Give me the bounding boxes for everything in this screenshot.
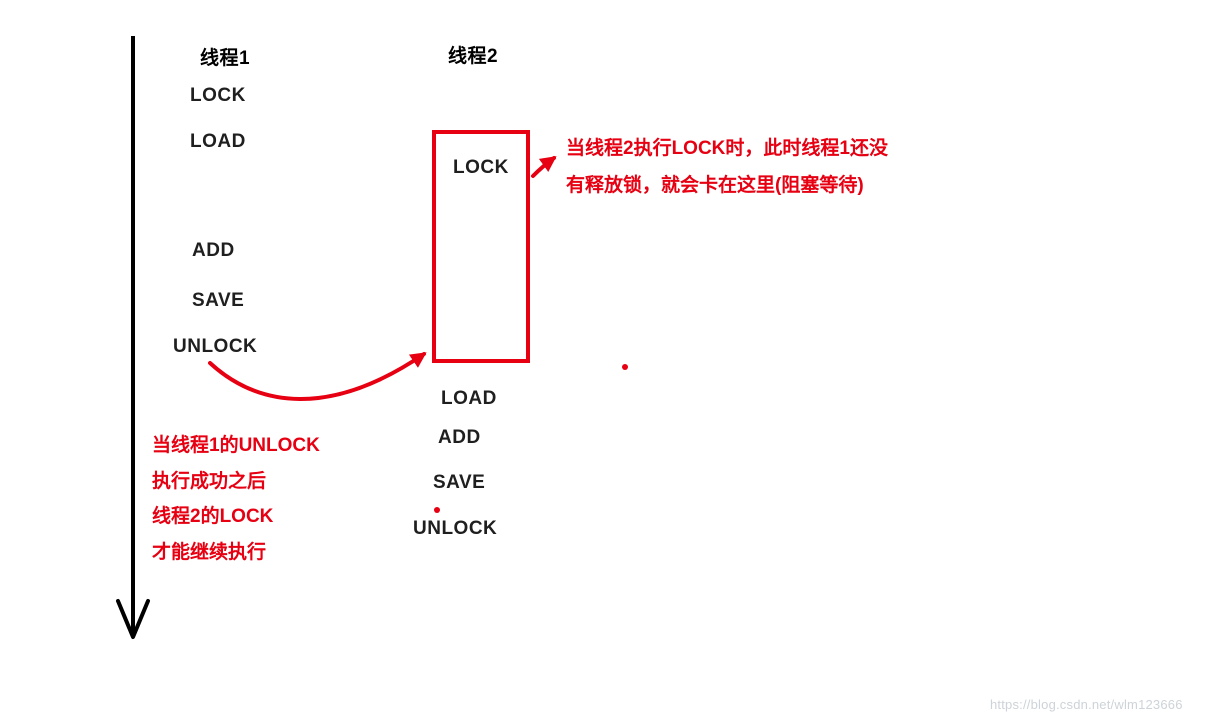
blocking-region-box xyxy=(432,130,530,363)
thread1-step-load: LOAD xyxy=(190,131,246,152)
unlock-release-arrow xyxy=(208,352,427,401)
block-note-line2: 有释放锁，就会卡在这里(阻塞等待) xyxy=(566,175,864,196)
thread2-step-add: ADD xyxy=(438,427,481,448)
thread1-step-add: ADD xyxy=(192,240,235,261)
thread1-step-save: SAVE xyxy=(192,290,245,311)
thread2-step-save: SAVE xyxy=(433,472,486,493)
ink-dot-left xyxy=(434,507,440,513)
thread2-step-unlock: UNLOCK xyxy=(413,518,498,539)
unlock-note-line3: 线程2的LOCK xyxy=(152,506,274,527)
thread2-step-load: LOAD xyxy=(441,388,497,409)
thread1-step-lock: LOCK xyxy=(190,85,246,106)
watermark-url: https://blog.csdn.net/wlm123666 xyxy=(990,697,1183,712)
unlock-note-line1: 当线程1的UNLOCK xyxy=(152,435,320,456)
thread2-title: 线程2 xyxy=(448,46,499,67)
thread2-step-lock: LOCK xyxy=(453,157,509,178)
time-axis-arrow xyxy=(116,36,150,639)
unlock-note-line2: 执行成功之后 xyxy=(152,471,267,492)
lock-block-arrow xyxy=(531,156,557,178)
thread1-step-unlock: UNLOCK xyxy=(173,336,258,357)
ink-dot-right xyxy=(622,364,628,370)
unlock-note-line4: 才能继续执行 xyxy=(152,542,267,563)
thread1-title: 线程1 xyxy=(200,48,251,69)
block-note-line1: 当线程2执行LOCK时，此时线程1还没 xyxy=(566,138,888,159)
